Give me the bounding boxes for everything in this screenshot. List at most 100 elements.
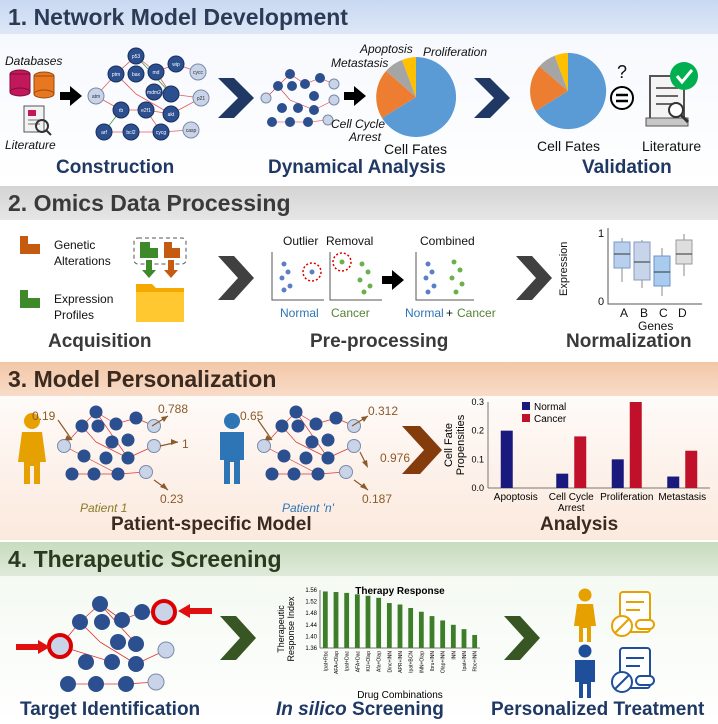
boxplot-chart	[607, 228, 702, 305]
bar-cancer	[629, 402, 642, 488]
male-patient-icon	[575, 644, 595, 698]
therapy-bar	[461, 629, 467, 648]
file-orange-icon	[20, 236, 40, 254]
female-patient-icon	[18, 413, 46, 484]
bar-cancer	[574, 436, 587, 488]
equals-icon	[610, 86, 634, 110]
y-tick-label: 1.36	[305, 646, 317, 652]
x-tick-label: Rbc+INN	[473, 651, 479, 672]
expression-label: Expression	[54, 292, 114, 306]
patient-1-metastasis-value: 0.23	[160, 492, 184, 506]
prescription-pills-icon	[611, 647, 655, 693]
network-graph-patient-1	[57, 405, 161, 481]
y-axis-label: Cell FatePropensities	[443, 414, 467, 475]
chevron-right-icon	[516, 256, 552, 300]
literature-left-label: Literature	[5, 138, 56, 152]
section-omics-data: 2. Omics Data Processing Genetic Alterat…	[0, 186, 718, 358]
x-tick-label: Olap+INN	[441, 651, 447, 673]
normal-label: Normal	[280, 306, 319, 320]
x-tick-label: APR+INN	[398, 651, 404, 673]
normal-combined-label: Normal	[405, 306, 444, 320]
bar-normal	[611, 459, 624, 488]
cell-fates-label: Cell Fates	[384, 141, 448, 157]
genetic-label: Genetic	[54, 238, 96, 252]
folder-merge-icon	[133, 237, 187, 322]
svg-text:mdm2: mdm2	[147, 90, 161, 96]
cell-fates-pie-chart	[376, 56, 457, 137]
bar-cancer	[685, 450, 698, 488]
prescription-pills-icon	[611, 591, 655, 637]
chevron-right-icon	[474, 78, 510, 118]
metastasis-label: Metastasis	[331, 56, 389, 70]
section-network-model: 1. Network Model Development Databases L…	[0, 0, 718, 186]
therapy-bar	[333, 592, 339, 648]
section-3-header: 3. Model Personalization	[0, 362, 718, 396]
file-green-icon	[20, 290, 40, 308]
question-mark: ?	[617, 62, 628, 82]
acquisition-label: Acquisition	[48, 331, 152, 352]
database-icon	[9, 69, 55, 99]
gene-b-label: B	[640, 306, 649, 320]
svg-text:akt: akt	[168, 112, 175, 118]
patient-1-proliferation-value: 1	[182, 437, 189, 451]
y-tick-label: 0.0	[471, 483, 484, 493]
x-tick-label: KU+Olap	[366, 651, 372, 672]
combined-label: Combined	[420, 234, 475, 248]
gene-a-label: A	[620, 306, 629, 320]
section-model-personalization: 3. Model Personalization 0.19 0.788 1 0.…	[0, 362, 718, 540]
svg-text:cycc: cycc	[193, 70, 204, 76]
network-graph-patient-n	[257, 405, 361, 481]
therapy-bar	[376, 597, 382, 648]
target-arrow-right-icon	[178, 604, 212, 618]
patient-1-label: Patient 1	[80, 501, 128, 515]
x-tick-label: Ibru+INN	[430, 651, 436, 672]
validation-pie-chart	[530, 52, 607, 130]
x-tick-label: Cell Cycle	[549, 492, 594, 503]
therapy-bar	[429, 616, 435, 648]
legend-label: Cancer	[534, 414, 567, 425]
y-axis-label: TherapeuticResponse Index	[276, 596, 296, 662]
legend-label: Normal	[534, 402, 566, 413]
in-silico-screening-label: In silico Screening	[276, 699, 444, 721]
chevron-right-icon	[218, 78, 254, 118]
bar-normal	[667, 476, 680, 488]
x-tick-label: Apoptosis	[494, 492, 538, 503]
x-tick-label: Ipat+Rbc	[323, 651, 329, 672]
female-patient-icon	[574, 588, 596, 642]
expression-axis-label: Expression	[558, 241, 570, 296]
x-tick-label: INN+Olap	[419, 651, 425, 673]
svg-text:bcl2: bcl2	[126, 130, 135, 136]
apoptosis-label: Apoptosis	[360, 42, 413, 56]
gene-c-label: C	[659, 306, 668, 320]
x-tick-label: Metastasis	[658, 492, 706, 503]
svg-text:arf: arf	[101, 130, 107, 136]
y-tick-label: 0.3	[471, 397, 484, 407]
y-tick-label: 1.52	[305, 600, 317, 606]
therapy-bar	[386, 603, 392, 648]
scatter-cancer-plot	[329, 252, 382, 301]
therapy-bar	[397, 604, 403, 648]
patient-specific-model-label: Patient-specific Model	[111, 514, 312, 535]
databases-label: Databases	[5, 54, 63, 68]
therapy-bar	[408, 607, 414, 648]
y-tick-label: 0.2	[471, 426, 484, 436]
svg-text:p53: p53	[132, 54, 141, 60]
therapy-bar	[344, 592, 350, 648]
bar-normal	[556, 473, 569, 488]
patient-n-proliferation-value: 0.976	[380, 451, 411, 465]
x-tick-label: Afa+Olap	[377, 651, 383, 672]
in-silico-text: In silico	[276, 699, 347, 720]
y-tick-label: 1.40	[305, 634, 317, 640]
y-tick-label: 0.1	[471, 454, 484, 464]
therapy-bar	[418, 611, 424, 648]
arrow-icon	[382, 270, 404, 290]
cancer-label: Cancer	[331, 306, 370, 320]
arrow-icon	[60, 86, 82, 106]
target-identification-label: Target Identification	[20, 699, 201, 720]
x-tick-label: Dinc+INN	[387, 651, 393, 673]
patient-n-arrows	[257, 415, 369, 491]
section-2-header: 2. Omics Data Processing	[0, 186, 718, 220]
svg-text:ptm: ptm	[112, 72, 120, 78]
